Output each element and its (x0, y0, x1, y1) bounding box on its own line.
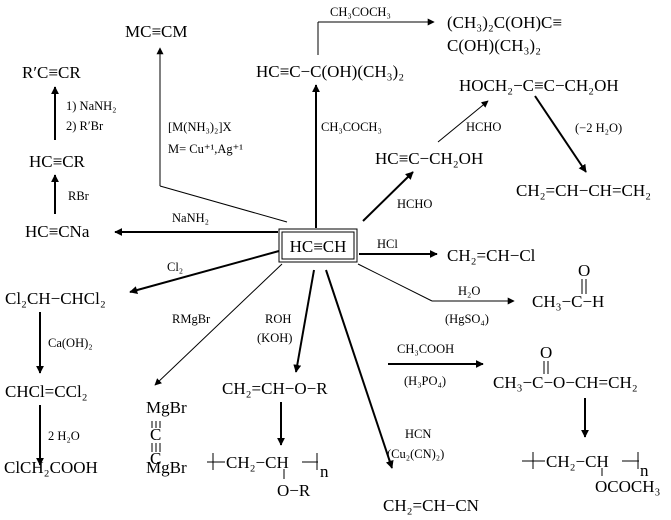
arrow-to-propargyl-alcohol (362, 171, 414, 222)
reagent-rbr: RBr (68, 189, 90, 203)
compound-vinyl-chloride: CH₂=CH−Cl (447, 246, 536, 265)
compound-sodium-acetylide: HC≡CNa (25, 222, 90, 241)
reagent-nanh2: NaNH₂ (172, 211, 209, 225)
compound-hc-cr: HC≡CR (29, 152, 86, 171)
compound-metal-acetylide: MC≡CM (125, 22, 188, 41)
compound-acrylonitrile: CH₂=CH−CN (383, 496, 479, 515)
reagent-caoh2: Ca(OH)₂ (48, 336, 93, 350)
reagent-rmgbr: RMgBr (172, 312, 211, 326)
reagent-hcho-upper: HCHO (466, 120, 501, 134)
reagent-minus-water: (−2 H₂O) (575, 121, 622, 135)
vinyl-acetate-oxygen: O (540, 343, 552, 362)
center-compound: HC≡CH (290, 237, 347, 256)
compound-tetrachloroethane: Cl₂CH−CHCl₂ (5, 289, 106, 308)
reagent-acetic-acid: CH₃COOH (397, 342, 454, 356)
compound-vinyl-ether: CH₂=CH−O−R (222, 379, 328, 398)
compound-vinyl-acetate: CH₃−C−O−CH=CH₂ (493, 373, 638, 392)
compound-butadiene: CH₂=CH−CH=CH₂ (516, 181, 651, 200)
reagent-rbr-step2: 2) R′Br (66, 119, 104, 133)
reagent-h3po4: (H₃PO₄) (404, 374, 446, 388)
polyether-n: n (320, 462, 329, 481)
reagent-nanh2-step1: 1) NaNH₂ (66, 99, 117, 113)
grignard-bottom: MgBr (146, 458, 187, 477)
compound-chloroacetic-acid: ClCH₂COOH (4, 458, 98, 477)
polyacetate-n: n (640, 461, 649, 480)
reagent-water: H₂O (458, 284, 480, 298)
reagent-koh: (KOH) (257, 331, 292, 345)
arrow-to-vinyl-ether (293, 269, 315, 373)
grignard-carbon-1: C (150, 425, 161, 444)
polyether-substituent: O−R (277, 481, 311, 500)
arrow-to-grignard (154, 263, 283, 386)
reagent-two-water: 2 H₂O (48, 429, 80, 443)
polyacetate-substituent: OCOCH₃ (595, 477, 661, 496)
reagent-chlorine: Cl₂ (167, 260, 183, 274)
compound-polyvinyl-ether: CH₂−CH (226, 453, 289, 472)
reagent-acetone-mid: CH₃COCH₃ (321, 120, 382, 134)
reagent-hcl: HCl (377, 237, 398, 251)
acetaldehyde-oxygen: O (578, 261, 590, 280)
reagent-hcho-lower: HCHO (397, 197, 432, 211)
arrow-to-acetaldehyde-a (357, 263, 433, 302)
reagent-metal-complex: [M(NH₃)₂]X (168, 120, 232, 134)
compound-r-alkyne: R′C≡CR (22, 63, 81, 82)
reagent-cu2cn2: (Cu₂(CN)₂) (387, 447, 444, 461)
grignard-top: MgBr (146, 398, 187, 417)
compound-butynediol-line2: C(OH)(CH₃)₂ (447, 36, 541, 55)
reagent-hgso4: (HgSO₄) (445, 312, 489, 326)
arrow-to-tetrachloroethane (129, 250, 280, 294)
compound-polyvinyl-acetate: CH₂−CH (546, 452, 609, 471)
center-box-inner (281, 231, 355, 260)
grignard-carbon-2: C (150, 449, 161, 468)
arrow-to-acrylonitrile (325, 269, 394, 469)
center-box (278, 228, 358, 263)
reagent-hcn: HCN (405, 427, 431, 441)
arrow-to-metal-acetylide-a (159, 185, 288, 223)
arrow-to-hoch2-butyne (437, 100, 489, 143)
compound-ethynyl-carbinol: HC≡C−C(OH)(CH₃)₂ (256, 62, 404, 81)
arrow-to-butadiene (534, 95, 587, 173)
reagent-acetone-top: CH₃COCH₃ (330, 5, 391, 19)
compound-hoch2-butyne: HOCH₂−C≡C−CH₂OH (459, 76, 619, 95)
reagent-metal-list: M= Cu⁺¹,Ag⁺¹ (168, 142, 243, 156)
compound-acetaldehyde: CH₃−C−H (532, 292, 604, 311)
compound-butynediol-line1: (CH₃)₂C(OH)C≡ (447, 13, 562, 32)
compound-trichloroethylene: CHCl=CCl₂ (5, 382, 88, 401)
compound-propargyl-alcohol: HC≡C−CH₂OH (375, 149, 483, 168)
reagent-roh: ROH (265, 312, 291, 326)
